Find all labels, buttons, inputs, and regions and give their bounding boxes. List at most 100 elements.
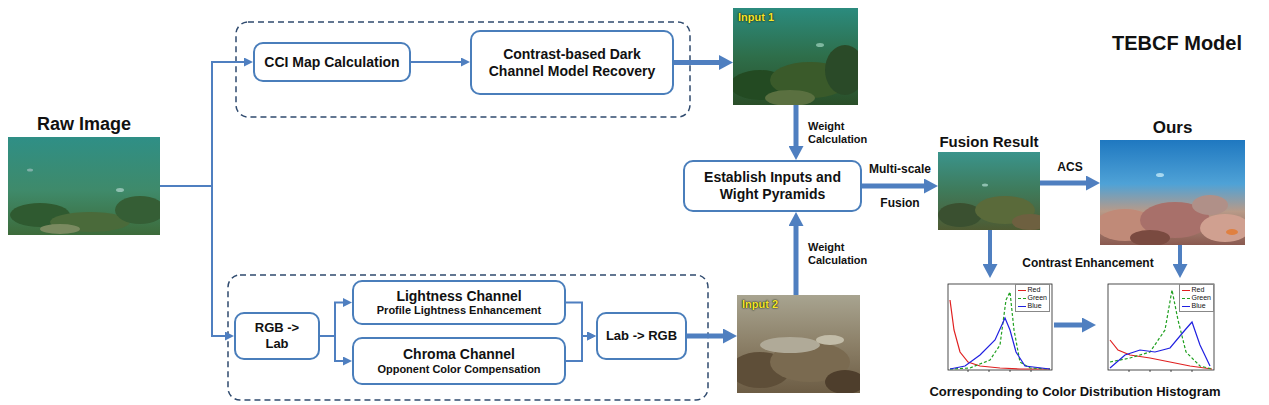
flow-arrow bbox=[1054, 323, 1082, 328]
box-label: CCI Map Calculation bbox=[261, 54, 402, 71]
box-label: Lab -> RGB bbox=[603, 328, 680, 344]
legend-row: Red bbox=[1182, 286, 1211, 294]
histogram-plot bbox=[950, 292, 1050, 369]
process-box: RGB -> Lab bbox=[234, 312, 320, 359]
legend-text: Green bbox=[1028, 294, 1047, 302]
edge-label: ACS bbox=[1057, 160, 1082, 174]
box-label: RGB -> Lab bbox=[240, 320, 314, 351]
edge-label: Multi-scale Fusion bbox=[863, 152, 937, 220]
image-heading: Ours bbox=[1153, 118, 1193, 138]
histogram-plot bbox=[948, 284, 1052, 370]
flow-arrow bbox=[160, 186, 225, 336]
legend-sample bbox=[1018, 306, 1026, 307]
legend-sample bbox=[1182, 290, 1190, 291]
legend-text: Red bbox=[1192, 286, 1205, 294]
flow-arrow bbox=[862, 184, 924, 189]
legend-row: Green bbox=[1182, 294, 1211, 302]
raw-photo bbox=[40, 224, 80, 234]
process-box: Contrast-based Dark Channel Model Recove… bbox=[470, 30, 674, 95]
result-photo bbox=[1130, 230, 1170, 245]
process-box: Chroma ChannelOpponent Color Compensatio… bbox=[352, 337, 566, 385]
edge-label: Weight Calculation bbox=[808, 241, 874, 267]
chart-legend: RedGreenBlue bbox=[1015, 284, 1050, 312]
histogram-plot bbox=[1110, 322, 1210, 368]
legend-sample bbox=[1018, 298, 1026, 299]
image-panel: Ours bbox=[1100, 140, 1245, 245]
flow-arrow bbox=[1040, 181, 1086, 186]
input-photo bbox=[737, 295, 860, 393]
legend-row: Blue bbox=[1182, 302, 1211, 310]
input-photo bbox=[816, 43, 824, 47]
process-box: Lightness ChannelProfile Lightness Enhan… bbox=[352, 280, 566, 326]
fusion-photo bbox=[982, 184, 988, 187]
legend-sample bbox=[1182, 298, 1190, 299]
histogram-plot bbox=[1108, 284, 1214, 372]
flow-arrow bbox=[988, 230, 992, 264]
input-photo bbox=[816, 335, 844, 345]
histogram-plot bbox=[1031, 370, 1032, 372]
result-photo bbox=[1156, 173, 1164, 177]
fusion-photo bbox=[938, 203, 982, 227]
process-box: Establish Inputs and Wight Pyramids bbox=[683, 160, 862, 212]
histogram-plot bbox=[948, 284, 1052, 372]
histogram-plot bbox=[950, 318, 1050, 369]
input-photo bbox=[825, 45, 858, 95]
raw-photo bbox=[116, 188, 124, 192]
histogram-chart: RedGreenBlue bbox=[936, 278, 1054, 378]
group-frame bbox=[236, 22, 690, 117]
box-label: Contrast-based Dark Channel Model Recove… bbox=[476, 46, 668, 80]
histogram-plot bbox=[1171, 370, 1172, 372]
image-heading: Raw Image bbox=[37, 114, 131, 135]
input-photo bbox=[760, 337, 820, 353]
image-tag: Input 2 bbox=[742, 298, 778, 311]
histogram-plot bbox=[989, 370, 990, 372]
box-label: Lightness Channel bbox=[393, 288, 524, 305]
histogram-plot bbox=[1108, 284, 1214, 370]
flow-arrow bbox=[320, 336, 343, 361]
image-panel: Raw Image bbox=[8, 137, 160, 235]
box-label: Establish Inputs and Wight Pyramids bbox=[689, 169, 856, 203]
image-panel: Fusion Result bbox=[938, 152, 1040, 230]
histogram-plot bbox=[1129, 370, 1130, 372]
diagram-title: TEBCF Model bbox=[1112, 32, 1242, 55]
group-frame bbox=[228, 22, 708, 400]
flow-arrow bbox=[674, 60, 719, 65]
input-photo bbox=[825, 370, 860, 393]
image-heading: Fusion Result bbox=[939, 133, 1038, 150]
group-frame bbox=[228, 275, 708, 400]
flow-arrow bbox=[411, 61, 461, 63]
box-label: Chroma Channel bbox=[400, 346, 518, 363]
flow-arrow bbox=[566, 336, 587, 361]
box-sublabel: Profile Lightness Enhancement bbox=[374, 304, 544, 317]
fusion-photo bbox=[1012, 214, 1040, 230]
flow-arrow bbox=[794, 226, 799, 295]
histogram-plot bbox=[968, 370, 969, 372]
legend-text: Blue bbox=[1192, 302, 1206, 310]
legend-text: Blue bbox=[1028, 302, 1042, 310]
flow-arrow bbox=[1178, 245, 1182, 264]
result-photo bbox=[1226, 229, 1238, 235]
histogram-plot bbox=[1010, 370, 1011, 372]
fusion-photo bbox=[938, 152, 1040, 230]
chart-legend: RedGreenBlue bbox=[1179, 284, 1214, 312]
histogram-plot bbox=[1150, 370, 1151, 372]
legend-sample bbox=[1018, 290, 1026, 291]
flow-arrow bbox=[566, 302, 587, 336]
flow-arrow bbox=[320, 302, 343, 336]
image-panel: Input 2 bbox=[737, 295, 860, 393]
edge-label: Contrast Enhancement bbox=[1022, 256, 1153, 270]
input-photo bbox=[765, 90, 815, 105]
raw-photo bbox=[115, 196, 160, 224]
legend-row: Green bbox=[1018, 294, 1047, 302]
process-box: CCI Map Calculation bbox=[253, 42, 411, 82]
image-panel: Input 1 bbox=[733, 8, 858, 105]
caption-label: Corresponding to Color Distribution Hist… bbox=[929, 384, 1220, 400]
box-sublabel: Opponent Color Compensation bbox=[374, 363, 543, 376]
legend-text: Red bbox=[1028, 286, 1041, 294]
histogram-chart: RedGreenBlue bbox=[1096, 278, 1218, 378]
process-box: Lab -> RGB bbox=[596, 312, 687, 359]
image-tag: Input 1 bbox=[738, 11, 774, 24]
result-photo bbox=[1100, 140, 1245, 245]
flow-arrow bbox=[687, 334, 723, 339]
